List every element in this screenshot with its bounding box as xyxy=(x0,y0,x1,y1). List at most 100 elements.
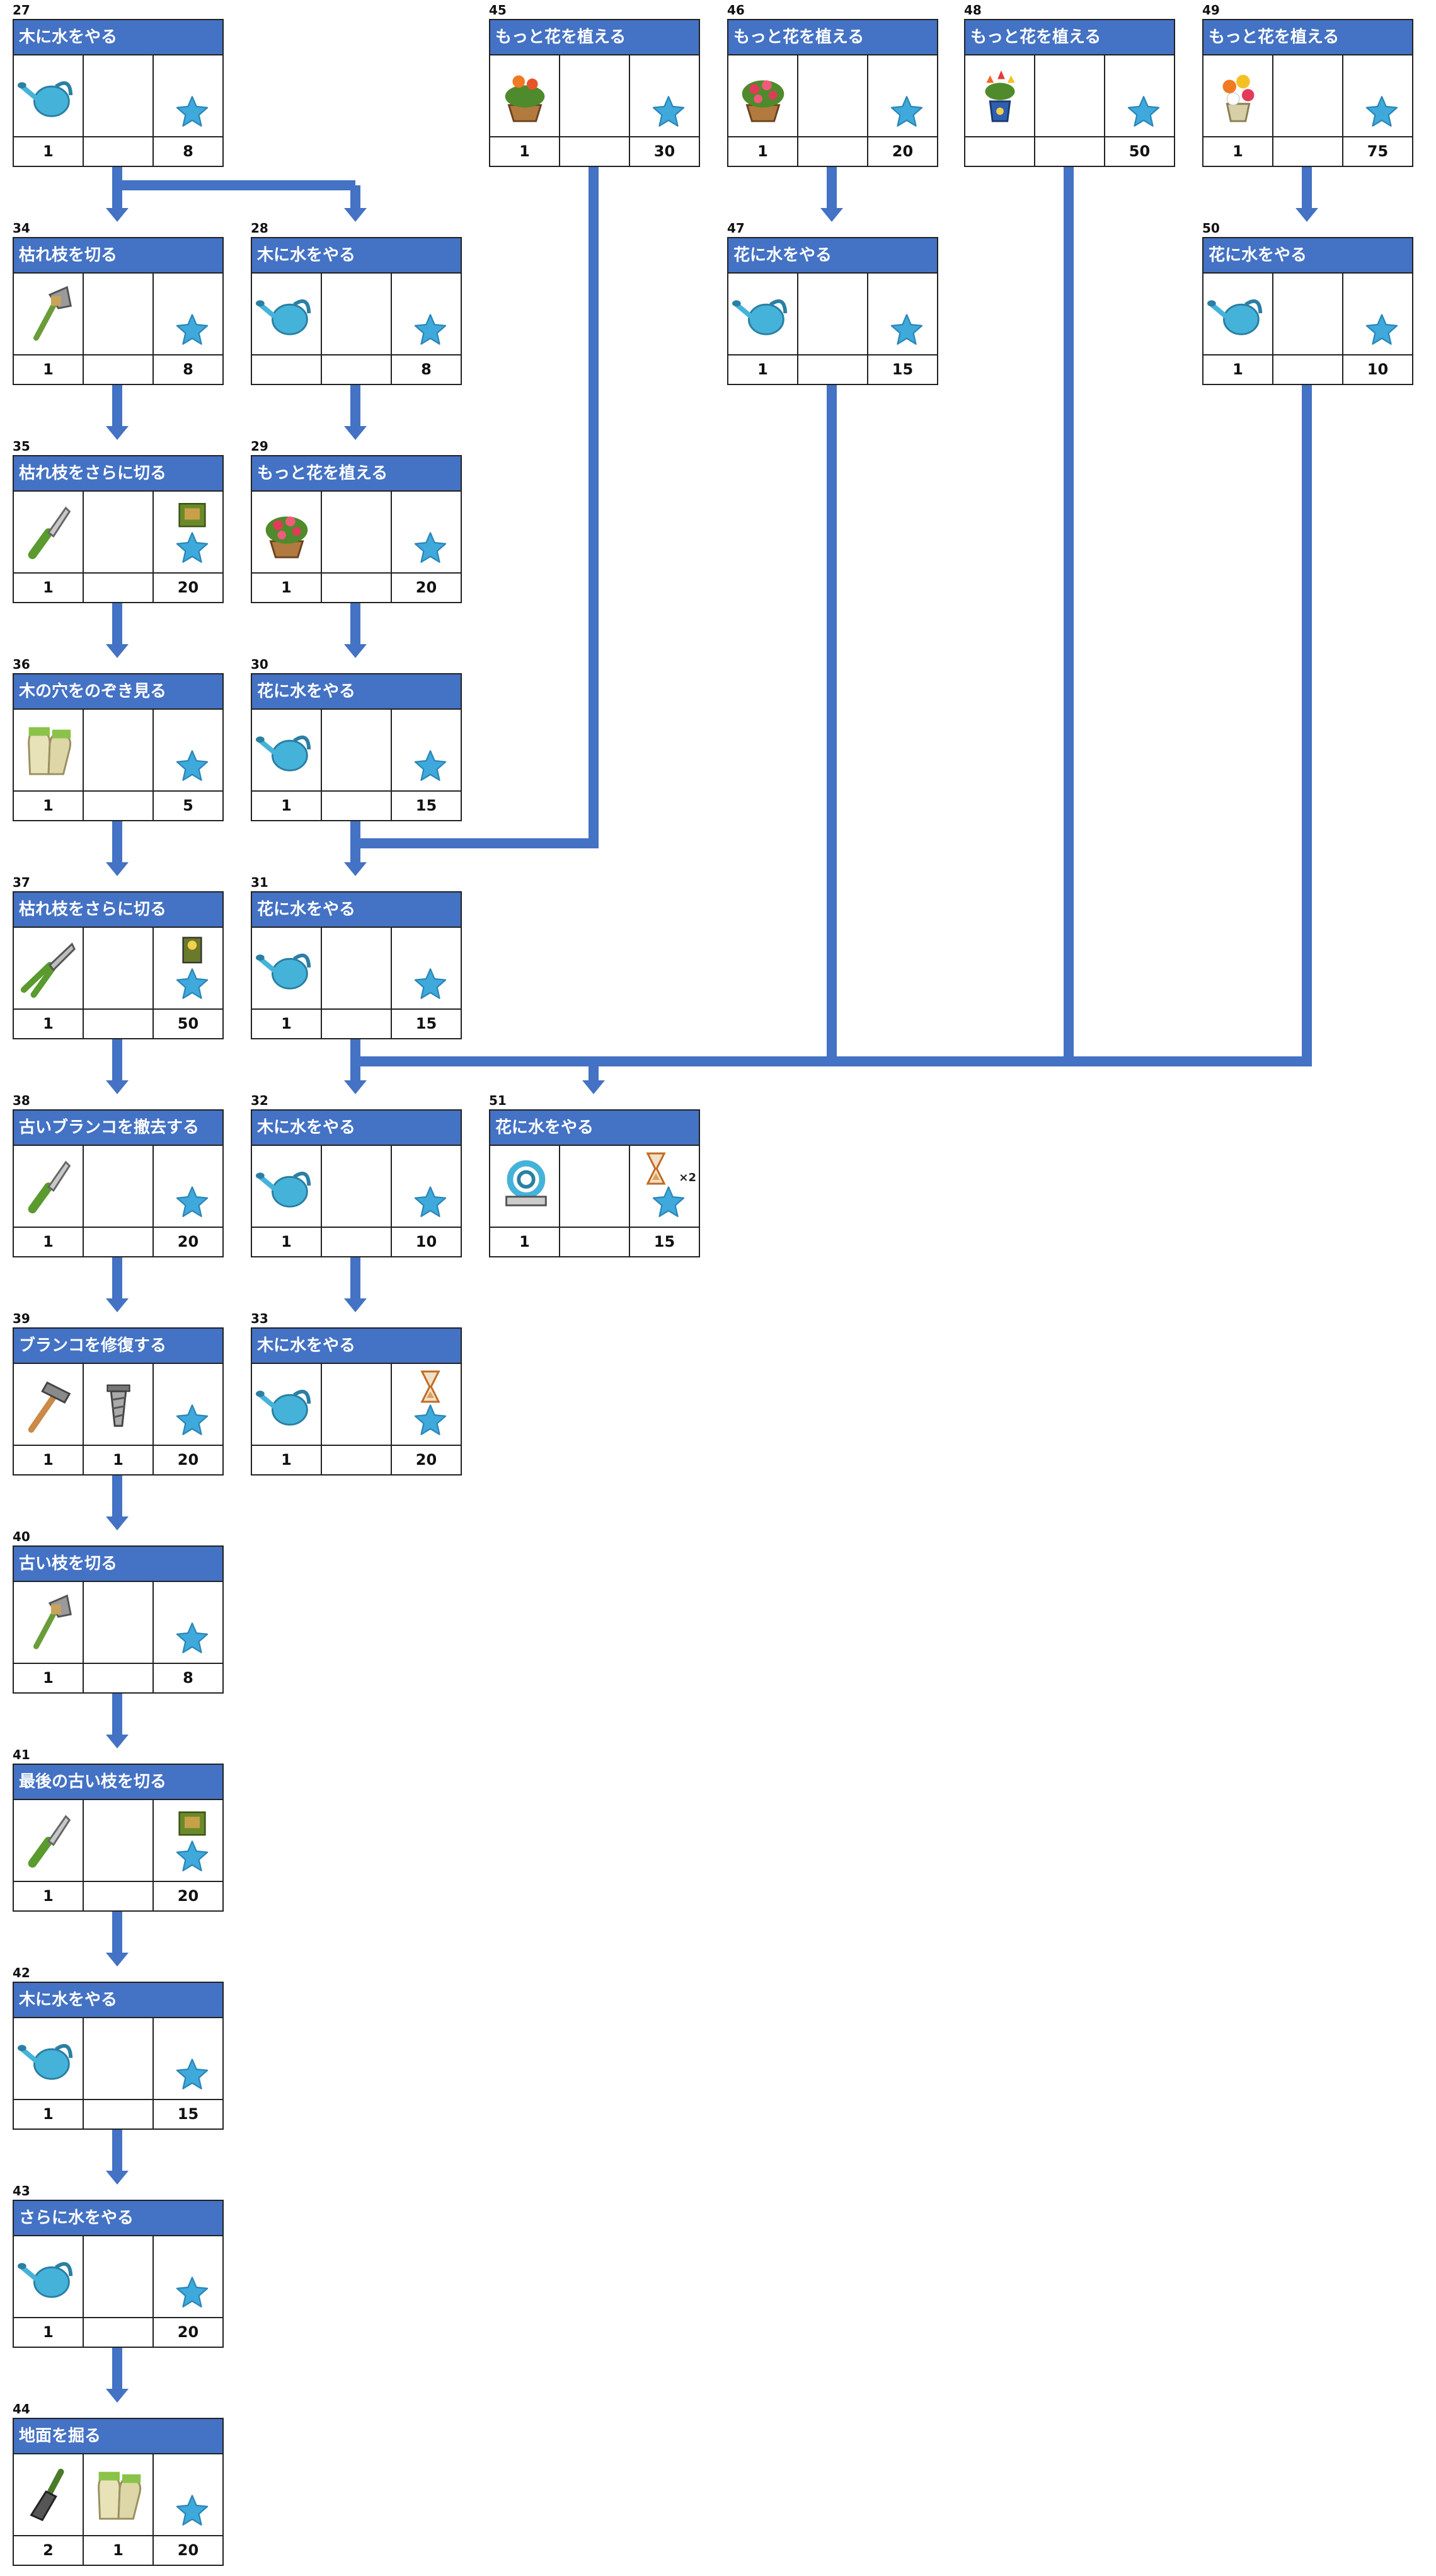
star-reward-icon xyxy=(414,1186,447,1217)
required-item-cell xyxy=(322,710,392,790)
quest-number: 32 xyxy=(251,1093,268,1108)
required-item-cell xyxy=(322,1146,392,1227)
reward-cell: ×2 xyxy=(630,1146,699,1227)
required-item-cell xyxy=(1203,274,1273,354)
star-reward-icon xyxy=(176,1186,209,1217)
quest-title: 木に水をやる xyxy=(252,238,461,274)
required-item-cell xyxy=(14,1800,84,1881)
star-reward-icon xyxy=(652,96,685,127)
item-quantity: 1 xyxy=(728,137,798,166)
watering-can-icon xyxy=(1207,299,1263,335)
item-row xyxy=(14,2018,222,2100)
quest-number: 42 xyxy=(13,1965,30,1980)
count-row: 50 xyxy=(965,137,1174,166)
flower-pot-red-icon xyxy=(265,516,308,558)
quest-number: 41 xyxy=(13,1747,30,1762)
star-reward-icon xyxy=(652,1186,685,1217)
item-quantity xyxy=(322,792,392,820)
required-item-cell xyxy=(1273,274,1343,354)
item-quantity: 1 xyxy=(252,792,322,820)
star-reward-icon xyxy=(414,750,447,781)
quest-title: 枯れ枝をさらに切る xyxy=(14,892,222,928)
item-quantity xyxy=(965,137,1035,166)
quest-number: 50 xyxy=(1202,221,1220,236)
knife-icon xyxy=(28,1815,71,1868)
quest-title: 花に水をやる xyxy=(1203,238,1412,274)
reward-amount: 20 xyxy=(177,2541,199,2559)
required-item-cell xyxy=(84,1800,154,1881)
watering-can-icon xyxy=(732,299,788,335)
quest-title: 花に水をやる xyxy=(252,674,461,710)
item-quantity xyxy=(84,2100,154,2128)
required-item-cell xyxy=(252,710,322,790)
star-reward-icon xyxy=(176,750,209,781)
watering-can-icon xyxy=(256,1171,311,1208)
reward-cell xyxy=(630,55,699,136)
flower-bouquet-icon xyxy=(1222,74,1255,122)
quest-number: 48 xyxy=(964,3,982,18)
item-quantity xyxy=(252,355,322,384)
item-row: ×2 xyxy=(490,1146,699,1228)
item-quantity: 1 xyxy=(490,137,560,166)
item-quantity xyxy=(84,574,154,602)
quest-number: 43 xyxy=(13,2183,30,2198)
quest-title: 木に水をやる xyxy=(14,20,222,55)
reward-amount: 75 xyxy=(1367,142,1389,160)
item-row xyxy=(965,55,1174,137)
quest-title: 最後の古い枝を切る xyxy=(14,1765,222,1800)
required-item-cell xyxy=(84,710,154,790)
reward-cell xyxy=(154,2236,222,2317)
item-quantity: 1 xyxy=(252,574,322,602)
required-item-cell xyxy=(84,1582,154,1663)
item-row xyxy=(14,1146,222,1228)
item-quantity xyxy=(322,355,392,384)
quest-number: 34 xyxy=(13,221,30,236)
item-quantity xyxy=(798,355,868,384)
knife-icon xyxy=(28,506,71,560)
quest-number: 46 xyxy=(727,3,745,18)
required-item-cell xyxy=(252,928,322,1008)
reward-cell xyxy=(154,274,222,354)
required-item-cell xyxy=(84,492,154,572)
reward-amount: 15 xyxy=(177,2105,199,2123)
quest-title: さらに水をやる xyxy=(14,2201,222,2236)
item-row xyxy=(14,492,222,574)
arrow-head xyxy=(344,862,367,876)
gloves-icon xyxy=(28,727,72,775)
item-quantity xyxy=(84,792,154,820)
star-reward-icon xyxy=(176,1404,209,1435)
reward-cell xyxy=(1105,55,1174,136)
reward-cell xyxy=(392,492,461,572)
item-quantity: 1 xyxy=(14,355,84,384)
required-item-cell xyxy=(322,1364,392,1445)
star-reward-icon xyxy=(414,532,447,563)
required-item-cell xyxy=(84,2454,154,2535)
required-item-cell xyxy=(1273,55,1343,136)
star-reward-icon xyxy=(890,96,923,127)
reward-amount: 20 xyxy=(415,1451,437,1469)
star-reward-icon xyxy=(176,532,209,563)
item-row xyxy=(252,1364,461,1446)
item-quantity: 1 xyxy=(728,355,798,384)
required-item-cell xyxy=(1035,55,1105,136)
arrow-head xyxy=(344,208,367,222)
reward-cell xyxy=(1343,55,1412,136)
reward-cell xyxy=(868,55,937,136)
watering-can-icon xyxy=(256,953,311,990)
